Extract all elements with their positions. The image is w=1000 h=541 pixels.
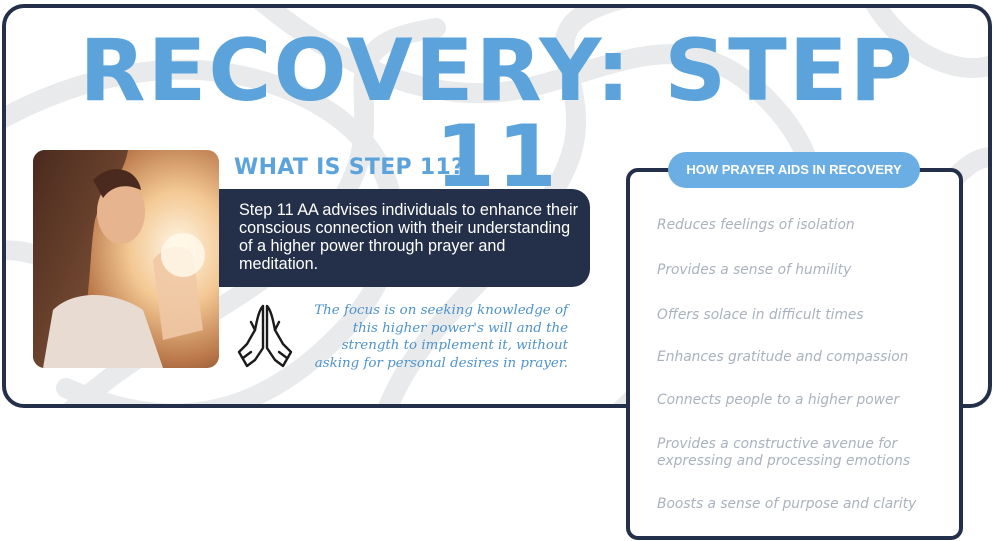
benefit-item: Reduces feelings of isolation bbox=[657, 217, 855, 233]
benefit-item: Boosts a sense of purpose and clarity bbox=[657, 496, 917, 512]
praying-hands-icon bbox=[237, 304, 293, 368]
focus-quote: The focus is on seeking knowledge of thi… bbox=[314, 303, 568, 371]
definition-text: Step 11 AA advises individuals to enhanc… bbox=[239, 201, 578, 273]
benefit-item: Enhances gratitude and compassion bbox=[657, 349, 909, 365]
praying-woman-photo bbox=[33, 150, 219, 368]
benefit-item: Provides a sense of humility bbox=[657, 262, 852, 278]
page-title: RECOVERY: STEP 11 bbox=[79, 21, 915, 207]
definition-box: Step 11 AA advises individuals to enhanc… bbox=[219, 189, 590, 287]
section-subtitle: WHAT IS STEP 11? bbox=[234, 155, 465, 180]
benefit-item: Provides a constructive avenue for expre… bbox=[657, 436, 911, 469]
benefit-item: Connects people to a higher power bbox=[657, 392, 900, 408]
benefits-heading: HOW PRAYER AIDS IN RECOVERY bbox=[668, 152, 920, 188]
benefits-panel bbox=[626, 168, 963, 540]
benefit-item: Offers solace in difficult times bbox=[657, 307, 864, 323]
